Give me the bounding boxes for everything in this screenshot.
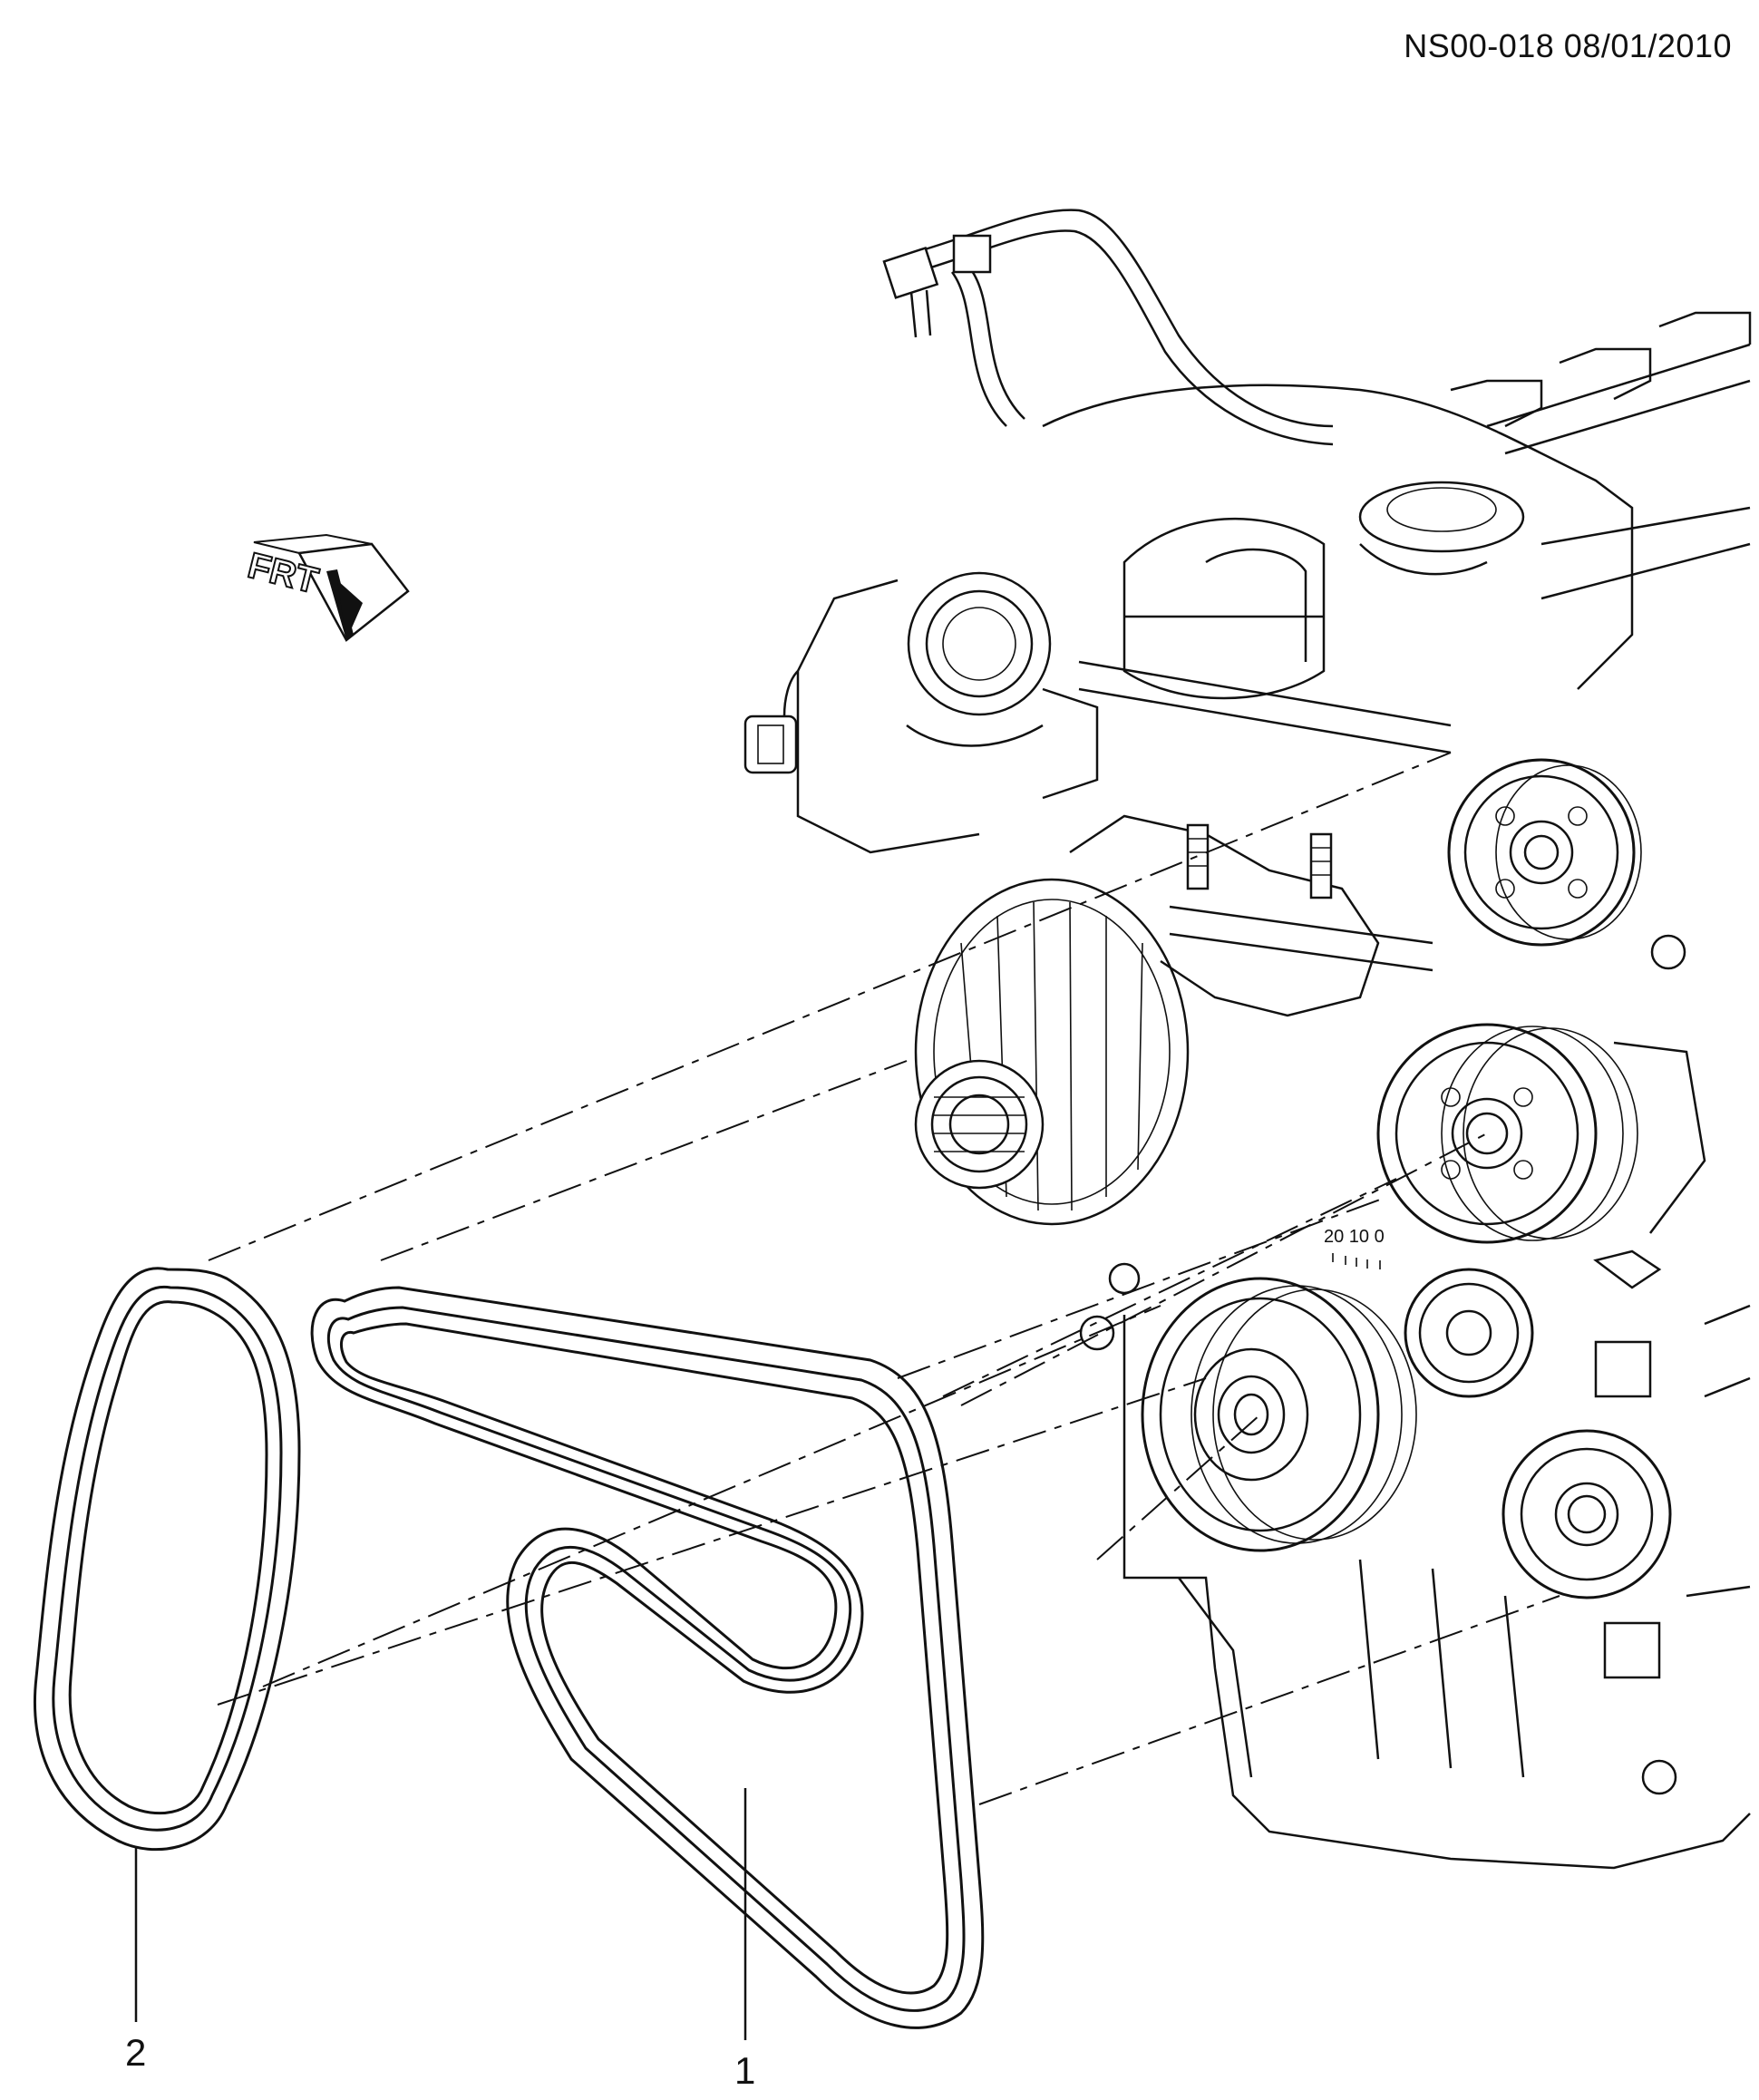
belt-routing-lines bbox=[208, 752, 1560, 1805]
timing-scale: 20 10 0 bbox=[1324, 1227, 1385, 1247]
belt-2 bbox=[34, 1267, 301, 1852]
belt-1 bbox=[310, 1286, 985, 2029]
front-direction-arrow-icon: FRT bbox=[243, 533, 410, 642]
engine-assembly: 20 10 0 bbox=[743, 209, 1752, 1870]
callout-1-number: 1 bbox=[734, 2049, 755, 2092]
callout-2: 2 bbox=[125, 1846, 146, 2074]
document-id: NS00-018 08/01/2010 bbox=[1404, 27, 1732, 64]
callout-2-number: 2 bbox=[125, 2031, 146, 2074]
callout-1: 1 bbox=[734, 1788, 755, 2092]
